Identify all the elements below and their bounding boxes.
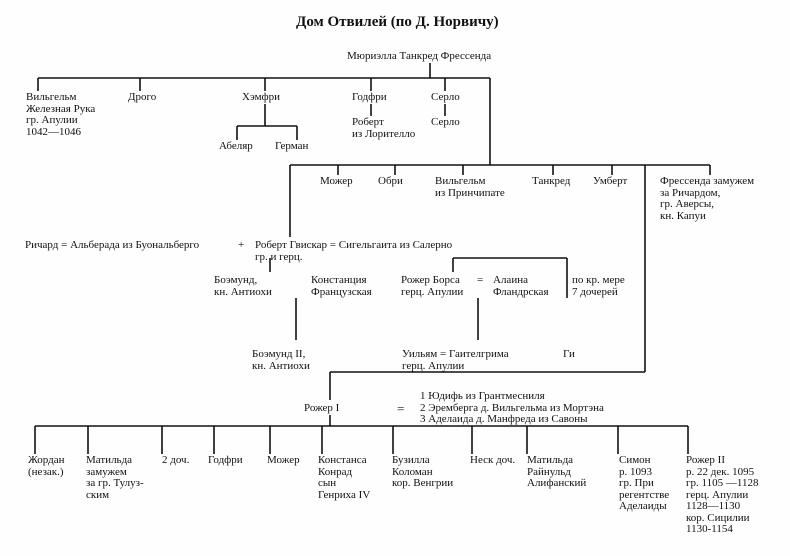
node-aubrey: Обри (378, 175, 403, 187)
node-robert-guiscard: Роберт Гвискар = Сигельгаита из Салерно … (255, 239, 453, 263)
node-mauger: Можер (320, 175, 353, 187)
node-wilhelm-principate: Вильгельм из Принчипате (435, 175, 505, 199)
node-two-daughters: 2 доч. (162, 454, 190, 466)
node-serlo: Серло (431, 91, 460, 103)
node-gi: Ги (563, 348, 575, 360)
node-bohemond: Боэмунд, кн. Антиохи (214, 274, 272, 298)
node-herman: Герман (275, 140, 309, 152)
node-richard-alberada: Ричард = Альберада из Буональберго (25, 239, 200, 251)
node-matilda-toulouse: Матильда замужем за гр. Тулуз- ским (86, 454, 144, 501)
node-root: Мюриэлла Танкред Фрессенда (347, 50, 492, 62)
node-alaina: Алаина Фландрская (493, 274, 549, 298)
node-daughters: по кр. мере 7 дочерей (572, 274, 625, 298)
node-roger-wives: 1 Юдифь из Грантмесниля 2 Эремберга д. В… (420, 390, 604, 425)
node-roger-ii: Рожер II р. 22 дек. 1095 гр. 1105 —1128 … (686, 454, 759, 535)
node-jordan: Жордан (незак.) (28, 454, 65, 478)
node-roger-borsa: Рожер Борса герц. Апулии (401, 274, 464, 298)
node-mauger-son: Можер (267, 454, 300, 466)
node-unknown-daughters: Неск доч. (470, 454, 516, 466)
node-busilla-coloman: Бузилла Коломан кор. Венгрии (392, 454, 454, 489)
node-william-gaitelgrima: Уильям = Гаителгрима герц. Апулии (402, 348, 509, 372)
node-matilda-rainulf: Матильда Райнульд Алифанский (527, 454, 587, 489)
node-robert-loritello: Роберт из Лорителло (352, 116, 416, 140)
node-godfrey-son: Годфри (208, 454, 243, 466)
node-abelard: Абеляр (219, 140, 253, 152)
node-godfrey: Годфри (352, 91, 387, 103)
equals-sign: = (477, 274, 484, 286)
node-tancred: Танкред (532, 175, 571, 187)
node-simon: Симон р. 1093 гр. При регентстве Аделаид… (619, 454, 670, 512)
node-wilhelm-iron-arm: Вильгельм Железная Рука гр. Апулии 1042—… (26, 91, 96, 138)
node-bohemond-ii: Боэмунд II, кн. Антиохи (252, 348, 310, 372)
node-roger-i: Рожер I (304, 402, 340, 414)
diagram-title: Дом Отвилей (по Д. Норвичу) (296, 14, 499, 30)
plus-sign: + (238, 239, 245, 251)
node-constance-france: Констанция Французская (311, 274, 372, 298)
node-humbert: Умберт (593, 175, 628, 187)
equals-sign: = (397, 401, 405, 416)
node-serlo-son: Серло (431, 116, 460, 128)
node-fressenda: Фрессенда замужем за Ричардом, гр. Аверс… (660, 175, 755, 222)
node-humphrey: Хэмфри (242, 91, 281, 103)
node-drogo: Дрого (128, 91, 157, 103)
node-constance-conrad: Констанса Конрад сын Генриха IV (318, 454, 371, 501)
